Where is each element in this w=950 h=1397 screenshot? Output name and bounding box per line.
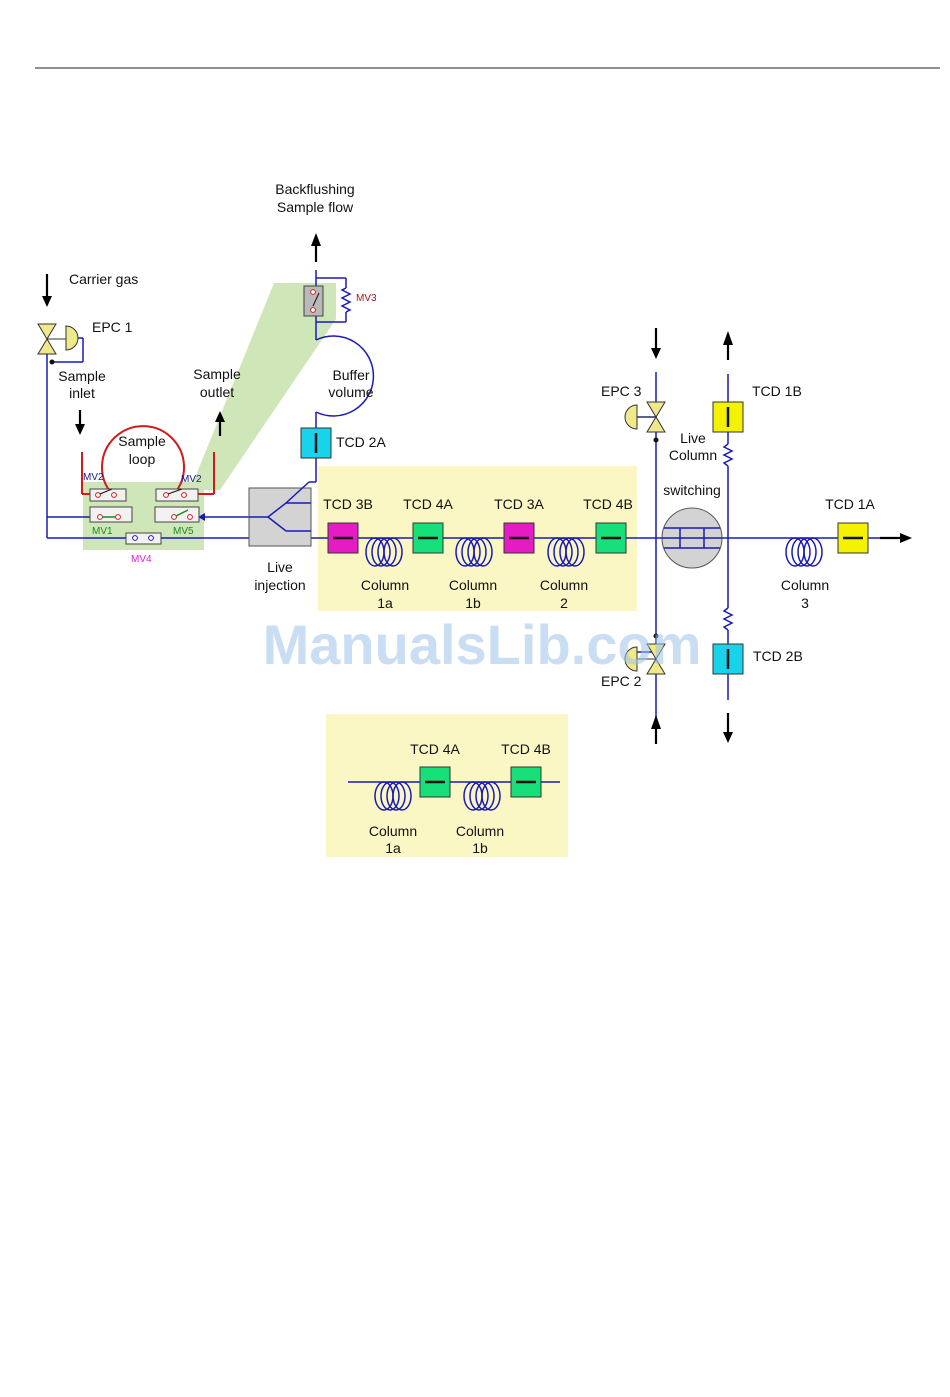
tcd-2a-detector[interactable] [300, 427, 332, 459]
live-injection-block[interactable] [248, 481, 316, 547]
valve-mv2-right[interactable] [155, 488, 199, 502]
tcd-4a-detector[interactable] [412, 522, 444, 554]
backflushing-label: Backflushing Sample flow [275, 181, 354, 215]
mv3-callout-highlight [190, 283, 336, 490]
svg-text:1b: 1b [465, 595, 481, 611]
sample-loop-label: Sample [118, 433, 166, 449]
inset-column-1b-label: Column 1b [456, 823, 504, 856]
epc1-label: EPC 1 [92, 319, 133, 335]
carrier-gas-label: Carrier gas [69, 271, 138, 287]
valve-mv2-left[interactable] [89, 488, 127, 502]
tcd-4b-detector[interactable] [595, 522, 627, 554]
epc3-valve[interactable] [624, 401, 666, 443]
mv4-label: MV4 [131, 554, 152, 565]
valve-mv1[interactable] [89, 506, 133, 523]
valve-mv3[interactable] [303, 285, 324, 317]
switching-chamber[interactable] [661, 507, 723, 569]
live-column-label: Live Column [669, 430, 717, 463]
epc2-valve[interactable] [624, 633, 666, 675]
svg-text:volume: volume [328, 384, 373, 400]
svg-text:Live: Live [680, 430, 706, 446]
sample-outlet-arrow-icon [215, 411, 225, 436]
main-outlet-arrow-icon [880, 533, 912, 543]
tcd1b-outlet-arrow-icon [723, 331, 733, 360]
tcd-4b-label: TCD 4B [583, 496, 633, 512]
epc3-inlet-arrow-icon [651, 328, 661, 359]
inset-tcd-4a-detector[interactable] [419, 766, 451, 798]
buffer-volume-label: Buffer volume [328, 367, 373, 400]
sample-inlet-label: Sample inlet [58, 368, 106, 401]
sample-outlet-label: Sample outlet [193, 366, 241, 400]
switching-label: switching [663, 482, 721, 498]
carrier-gas-arrow-icon [42, 274, 52, 307]
epc2-inlet-arrow-icon [651, 715, 661, 744]
svg-text:Sample flow: Sample flow [277, 199, 354, 215]
mv1-label: MV1 [92, 526, 113, 537]
svg-text:Column: Column [540, 577, 588, 593]
epc1-valve[interactable] [37, 323, 79, 365]
valve-mv4[interactable] [125, 532, 162, 545]
svg-text:Column: Column [781, 577, 829, 593]
svg-text:3: 3 [801, 595, 809, 611]
tcd-1a-detector[interactable] [837, 522, 869, 554]
svg-text:outlet: outlet [200, 384, 234, 400]
backflush-arrow-icon [311, 233, 321, 262]
svg-text:1a: 1a [385, 840, 401, 856]
column-3-label: Column 3 [781, 577, 829, 611]
sample-inlet-arrow-icon [75, 410, 85, 435]
mv3-label: MV3 [356, 293, 377, 304]
svg-text:Column: Column [456, 823, 504, 839]
inset-tcd-4a-label: TCD 4A [410, 741, 460, 757]
svg-text:Buffer: Buffer [332, 367, 369, 383]
epc3-label: EPC 3 [601, 383, 642, 399]
tcd-1b-label: TCD 1B [752, 383, 802, 399]
tcd-3a-detector[interactable] [503, 522, 535, 554]
svg-text:Column: Column [449, 577, 497, 593]
svg-text:1b: 1b [472, 840, 488, 856]
live-injection-label: Live [267, 559, 293, 575]
tcd-3a-label: TCD 3A [494, 496, 544, 512]
sample-loop-label-2: loop [129, 451, 156, 467]
column-2-label: Column 2 [540, 577, 588, 611]
svg-text:1a: 1a [377, 595, 393, 611]
tcd-1a-label: TCD 1A [825, 496, 875, 512]
svg-text:Sample: Sample [58, 368, 106, 384]
mv5-label: MV5 [173, 526, 194, 537]
tcd-4a-label: TCD 4A [403, 496, 453, 512]
mv2-right-label: MV2 [181, 474, 202, 485]
epc2-label: EPC 2 [601, 673, 642, 689]
inset-column-1a-label: Column 1a [369, 823, 417, 856]
svg-text:inlet: inlet [69, 385, 95, 401]
svg-text:Sample: Sample [193, 366, 241, 382]
tcd-3b-label: TCD 3B [323, 496, 373, 512]
svg-text:Column: Column [369, 823, 417, 839]
valve-mv5[interactable] [154, 506, 200, 523]
column-1a-label: Column 1a [361, 577, 409, 611]
svg-text:Column: Column [361, 577, 409, 593]
inset-tcd-4b-detector[interactable] [510, 766, 542, 798]
watermark: ManualsLib.com [263, 613, 702, 676]
svg-text:Backflushing: Backflushing [275, 181, 354, 197]
svg-text:2: 2 [560, 595, 568, 611]
tcd2b-outlet-arrow-icon [723, 713, 733, 743]
tcd-1b-detector[interactable] [712, 401, 744, 433]
tcd-2b-detector[interactable] [712, 643, 744, 675]
column-1b-label: Column 1b [449, 577, 497, 611]
mv2-left-label: MV2 [83, 472, 104, 483]
tcd-2b-label: TCD 2B [753, 648, 803, 664]
svg-text:Column: Column [669, 447, 717, 463]
tcd-2a-label: TCD 2A [336, 434, 386, 450]
tcd-3b-detector[interactable] [327, 522, 359, 554]
inset-tcd-4b-label: TCD 4B [501, 741, 551, 757]
column-3-coil [785, 537, 823, 567]
live-injection-label-2: injection [254, 577, 305, 593]
